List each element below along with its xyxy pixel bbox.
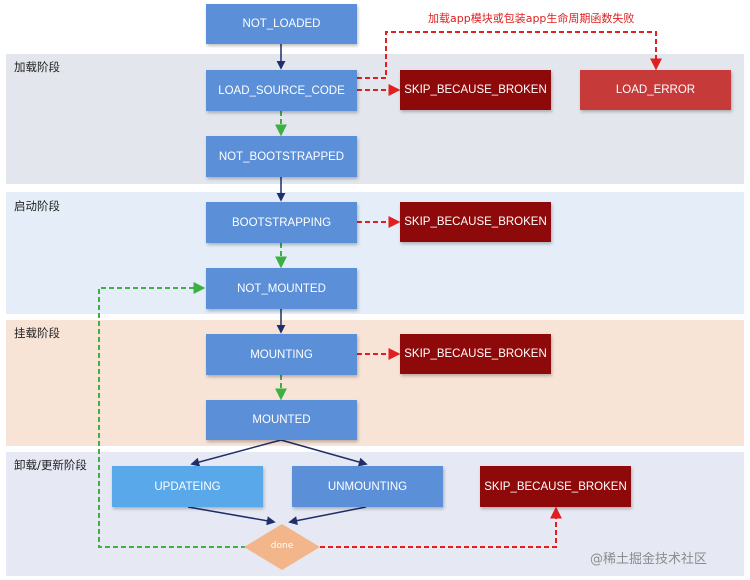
state-bootstrapping: BOOTSTRAPPING: [206, 202, 357, 243]
state-not-mounted: NOT_MOUNTED: [206, 268, 357, 309]
done-label: done: [270, 541, 294, 551]
arrow-mounted-to-updateing: [190, 439, 282, 467]
state-unmounting: UNMOUNTING: [292, 466, 443, 507]
phase-label-unmount-update: 卸载/更新阶段: [14, 458, 87, 472]
arrow-load-source-to-load-error: [357, 31, 662, 79]
done-diamond: [244, 524, 320, 570]
phase-label-bootstrap: 启动阶段: [14, 199, 60, 213]
state-not-loaded: NOT_LOADED: [206, 4, 357, 44]
load-failure-annotation: 加载app模块或包装app生命周期函数失败: [428, 12, 635, 25]
state-mounted: MOUNTED: [206, 400, 357, 440]
phase-label-load: 加载阶段: [14, 60, 60, 74]
arrow-done-to-skip: [320, 506, 562, 548]
arrow-updateing-to-done: [187, 506, 276, 526]
watermark: @稀土掘金技术社区: [590, 552, 708, 567]
phase-label-mount: 挂载阶段: [14, 326, 60, 340]
phase-band-bootstrap: [6, 192, 744, 314]
state-skip-because-broken-bootstrap: SKIP_BECAUSE_BROKEN: [400, 202, 551, 242]
state-updateing: UPDATEING: [112, 466, 263, 507]
state-not-bootstrapped: NOT_BOOTSTRAPPED: [206, 136, 357, 177]
state-load-error: LOAD_ERROR: [580, 70, 731, 110]
state-load-source-code: LOAD_SOURCE_CODE: [206, 70, 357, 111]
state-skip-because-broken-load: SKIP_BECAUSE_BROKEN: [400, 70, 551, 110]
arrow-unmounting-to-done: [288, 506, 367, 526]
state-mounting: MOUNTING: [206, 334, 357, 375]
arrow-mounted-to-unmounting: [280, 439, 368, 467]
state-skip-because-broken-mount: SKIP_BECAUSE_BROKEN: [400, 334, 551, 374]
state-skip-because-broken-unmount: SKIP_BECAUSE_BROKEN: [480, 466, 631, 507]
arrow-done-loop-to-not-mounted: [98, 282, 246, 548]
phase-band-mount: [6, 320, 744, 446]
